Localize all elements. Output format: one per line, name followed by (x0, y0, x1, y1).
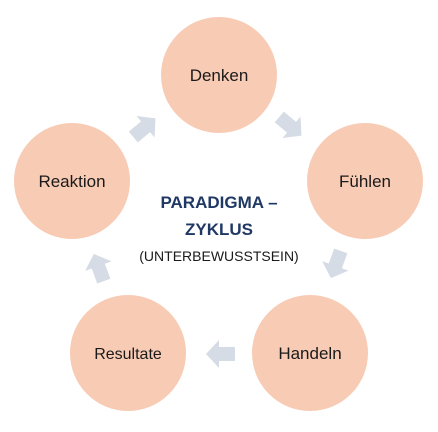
arrow-resultate-to-reaktion-icon (85, 253, 112, 284)
arrow-denken-to-fuehlen-icon (274, 111, 302, 139)
arrow-handeln-to-resultate-icon (206, 340, 235, 368)
center-title-line2: ZYKLUS (185, 220, 253, 239)
node-label-denken: Denken (190, 66, 249, 85)
node-circle-fuehlen (307, 123, 423, 239)
node-denken: Denken (161, 17, 277, 133)
node-circle-handeln (252, 295, 368, 411)
node-label-handeln: Handeln (278, 344, 341, 363)
arrow-reaktion-to-denken-icon (128, 115, 156, 143)
node-label-resultate: Resultate (94, 346, 162, 363)
node-circle-denken (161, 17, 277, 133)
node-fuehlen: Fühlen (307, 123, 423, 239)
center-title-block: PARADIGMA – ZYKLUS (UNTERBEWUSSTSEIN) (139, 193, 298, 264)
node-circle-reaktion (14, 123, 130, 239)
node-handeln: Handeln (252, 295, 368, 411)
center-title-line1: PARADIGMA – (160, 193, 277, 212)
arrow-fuehlen-to-handeln-icon (322, 248, 349, 279)
node-label-fuehlen: Fühlen (339, 172, 391, 191)
node-circle-resultate (70, 295, 186, 411)
node-reaktion: Reaktion (14, 123, 130, 239)
node-label-reaktion: Reaktion (38, 172, 105, 191)
center-subtitle: (UNTERBEWUSSTSEIN) (139, 248, 298, 264)
node-resultate: Resultate (70, 295, 186, 411)
